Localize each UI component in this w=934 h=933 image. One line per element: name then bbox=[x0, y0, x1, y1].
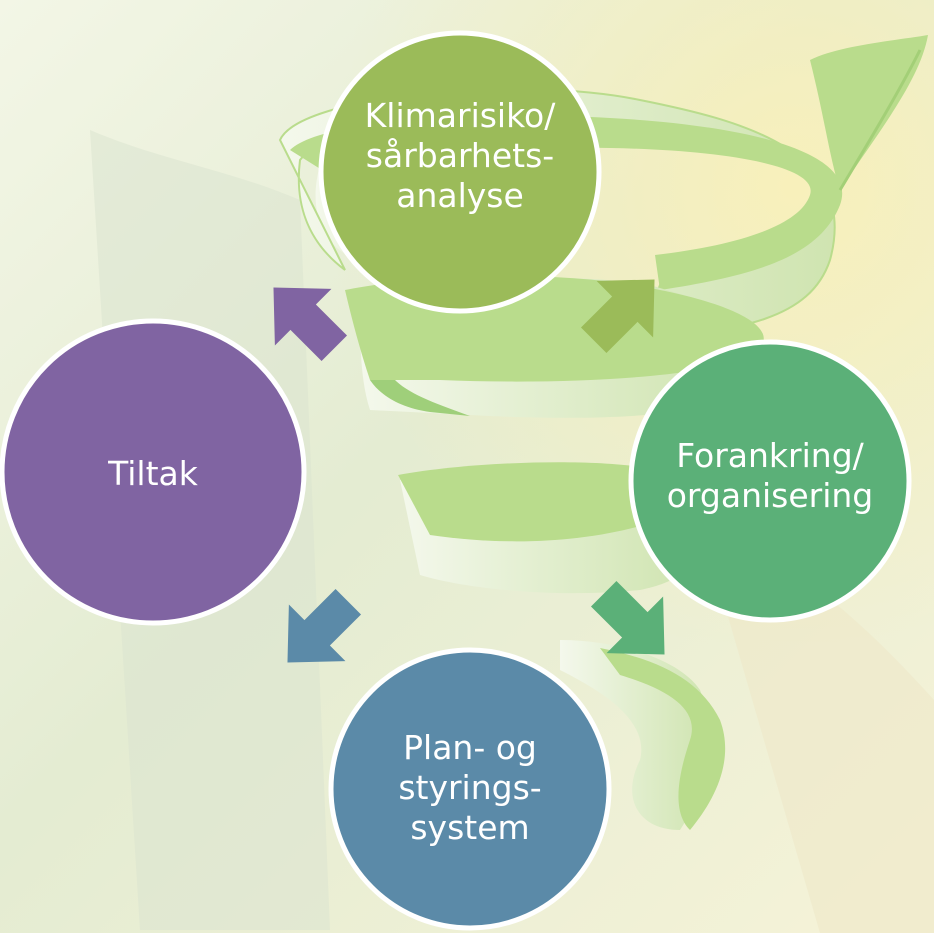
node-plan-label: Plan- og styrings- system bbox=[350, 728, 590, 848]
node-forankring-label: Forankring/ organisering bbox=[650, 436, 890, 516]
label-line: system bbox=[410, 808, 530, 847]
spiral-tail bbox=[810, 35, 928, 190]
label-line: Plan- og bbox=[403, 728, 537, 767]
arrow-down-left-icon bbox=[590, 580, 665, 655]
label-line: organisering bbox=[666, 476, 874, 515]
label-line: Klimarisiko/ bbox=[364, 96, 556, 135]
node-forankring-circle bbox=[628, 339, 912, 623]
spiral-band-middle-shade bbox=[370, 380, 470, 416]
spiral-band-lower-face bbox=[398, 462, 660, 542]
arrow-up-left-icon bbox=[287, 588, 362, 663]
node-klimarisiko-label: Klimarisiko/ sårbarhets- analyse bbox=[340, 96, 580, 216]
arrow-up-right-icon bbox=[273, 287, 348, 362]
label-line: sårbarhets- bbox=[365, 136, 555, 175]
spiral-edge bbox=[838, 49, 922, 191]
node-tiltak-circle bbox=[0, 318, 307, 626]
label-line: Forankring/ bbox=[676, 436, 864, 475]
spiral-band-bottom-face bbox=[600, 648, 726, 830]
label-line: Tiltak bbox=[108, 454, 198, 493]
arrows-layer bbox=[273, 279, 665, 663]
node-tiltak-label: Tiltak bbox=[53, 454, 253, 494]
label-line: analyse bbox=[396, 176, 524, 215]
node-plan-circle bbox=[328, 647, 612, 931]
background-shape bbox=[700, 520, 934, 933]
node-klimarisiko-circle bbox=[318, 30, 602, 314]
arrow-down-right-icon bbox=[580, 279, 655, 354]
label-line: styrings- bbox=[398, 768, 542, 807]
